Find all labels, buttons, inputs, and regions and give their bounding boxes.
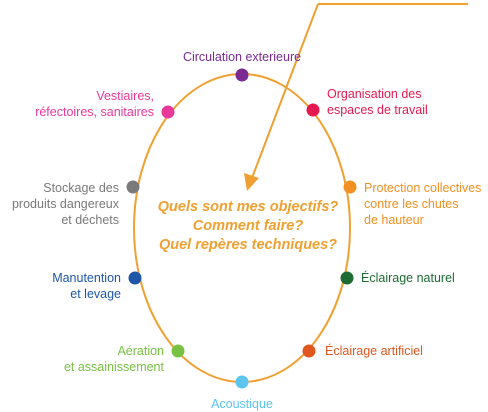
- aeration-label-line: Aération: [117, 344, 164, 358]
- protection-label-line: Protection collectives: [364, 181, 482, 195]
- organisation-label: Organisation des espaces de travail: [327, 86, 428, 118]
- vestiaires-label-line: Vestiaires,: [96, 89, 154, 103]
- acoustique-label: Acoustique: [211, 396, 273, 412]
- eclairage-naturel-label: Éclairage naturel: [361, 270, 455, 286]
- manutention-dot: [128, 271, 142, 285]
- protection-label: Protection collectives contre les chutes d…: [364, 180, 481, 228]
- circulation-label: Circulation exterieure: [183, 49, 301, 65]
- stockage-label-line: Stockage des: [43, 181, 119, 195]
- central-questions: Quels sont mes objectifs? Comment faire?…: [148, 198, 348, 255]
- aeration-dot: [171, 344, 185, 358]
- central-question-1: Quels sont mes objectifs?: [157, 199, 339, 215]
- vestiaires-label: Vestiaires, réfectoires, sanitaires: [35, 88, 154, 120]
- central-question-2: Comment faire?: [192, 218, 304, 234]
- circulation-label-line: Circulation exterieure: [182, 50, 302, 64]
- pointer-arrowhead: [244, 173, 259, 191]
- organisation-label-line: espaces de travail: [327, 103, 428, 117]
- vestiaires-label-line: réfectoires, sanitaires: [35, 105, 154, 119]
- eclairage-artificiel-label: Éclairage artificiel: [325, 343, 423, 359]
- organisation-dot: [306, 103, 320, 117]
- stockage-label: Stockage des produits dangereux et déchets: [12, 180, 119, 228]
- protection-label-line: de hauteur: [364, 213, 424, 227]
- protection-dot: [343, 180, 357, 194]
- circulation-dot: [235, 68, 249, 82]
- eclairage-artificiel-dot: [302, 344, 316, 358]
- eclairage-naturel-dot: [340, 271, 354, 285]
- stockage-label-line: et déchets: [61, 213, 119, 227]
- manutention-label-line: Manutention: [52, 271, 121, 285]
- central-question-3: Quel repères techniques?: [158, 237, 338, 253]
- vestiaires-dot: [161, 105, 175, 119]
- organisation-label-line: Organisation des: [327, 87, 422, 101]
- aeration-label-line: et assainissement: [63, 360, 164, 374]
- acoustique-dot: [235, 375, 249, 389]
- aeration-label: Aération et assainissement: [64, 343, 164, 375]
- stockage-dot: [126, 180, 140, 194]
- protection-label-line: contre les chutes: [364, 197, 459, 211]
- manutention-label: Manutention et levage: [52, 270, 121, 302]
- manutention-label-line: et levage: [70, 287, 121, 301]
- acoustique-label-line: Acoustique: [211, 397, 273, 411]
- eclairage-artificiel-label-line: Éclairage artificiel: [325, 344, 423, 358]
- pointer-arrow-line: [251, 3, 468, 179]
- eclairage-naturel-label-line: Éclairage naturel: [361, 271, 455, 285]
- stockage-label-line: produits dangereux: [11, 197, 119, 211]
